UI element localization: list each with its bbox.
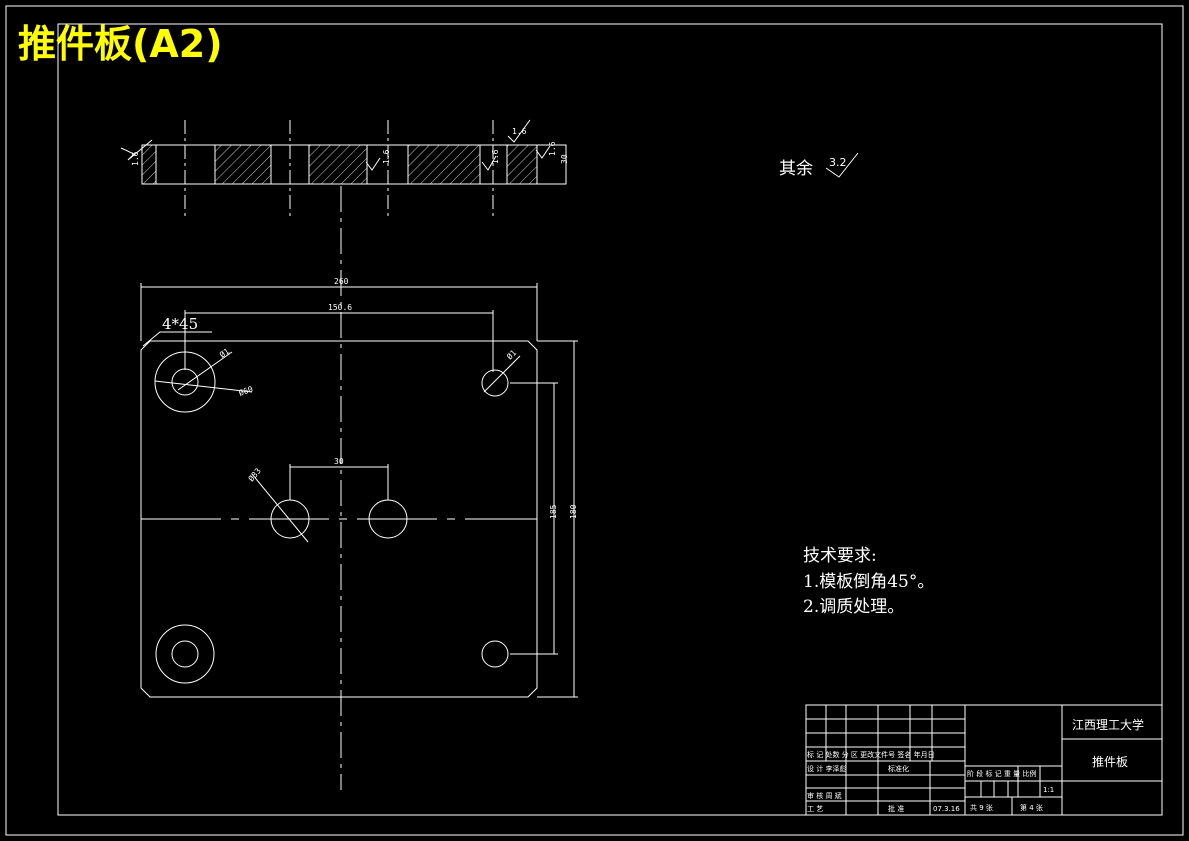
sheet-total: 共 9 张 (970, 803, 993, 812)
tech-item: 1.模板倒角45°。 (803, 572, 934, 592)
hatch-region (214, 144, 272, 185)
sheet-title: 推件板(A2) (18, 22, 223, 66)
part-name: 推件板 (1092, 755, 1128, 769)
dim-bore-large: Ø60 (237, 383, 254, 397)
section-labels: 1.6 1.6 1.6 1.6 1.6 30 (131, 127, 569, 166)
row-process: 工 艺 (807, 805, 823, 813)
corner-hole (481, 640, 509, 668)
date: 07.3.16 (933, 805, 960, 813)
standardization: 标准化 (888, 764, 909, 773)
bore-small (171, 640, 199, 668)
sheet-num: 第 4 张 (1020, 803, 1043, 812)
plan-view (140, 283, 578, 698)
dim-center-spacing: 30 (334, 457, 344, 466)
tech-requirements: 技术要求: 1.模板倒角45°。 2.调质处理。 (803, 546, 934, 617)
dim-hole-spacing-y: 185 (549, 504, 558, 519)
roughness-label: 1.6 (382, 149, 391, 164)
surface-note-value: 3.2 (829, 156, 847, 169)
scale: 1:1 (1043, 786, 1054, 794)
row-review: 审 核 周 斌 (807, 791, 842, 800)
tech-item: 2.调质处理。 (803, 597, 904, 617)
dim-bore-small: Ø1 (217, 346, 231, 360)
roughness-label: 1.6 (548, 141, 557, 156)
row-revision: 标 记 处数 分 区 更改文件号 签名 年月日 (807, 750, 935, 759)
roughness-symbol (825, 152, 859, 178)
hatch-region (308, 144, 368, 185)
roughness-label: 1.6 (131, 151, 140, 166)
section-view (120, 119, 567, 218)
dim-center-hole: Ø33 (246, 466, 263, 484)
outer-border (5, 5, 1184, 836)
school-name: 江西理工大学 (1072, 717, 1144, 732)
hatch-region (407, 144, 481, 185)
corner-hole (481, 369, 509, 397)
title-block-text: 江西理工大学 推件板 标 记 处数 分 区 更改文件号 签名 年月日 设 计 李… (807, 717, 1144, 813)
approve: 批 准 (888, 804, 904, 813)
row-design: 设 计 李泽彪 (807, 764, 846, 773)
dim-overall-height: 180 (569, 504, 578, 519)
hatch-region (506, 144, 538, 185)
roughness-label: 1.6 (491, 149, 500, 164)
surface-note-text: 其余 (779, 159, 813, 179)
dim-hole-spacing-x: 150.6 (328, 303, 352, 312)
bore-small (171, 368, 199, 396)
surface-note: 其余 3.2 (779, 152, 859, 179)
thickness-label: 30 (560, 154, 569, 164)
plate-outline (140, 340, 538, 698)
hatch-region (141, 144, 157, 185)
inner-frame (57, 23, 1163, 816)
roughness-label: 1.6 (512, 127, 527, 136)
tech-heading: 技术要求: (803, 546, 877, 566)
dim-overall-width: 260 (334, 277, 349, 286)
bore-large (155, 624, 215, 684)
stage-header: 阶 段 标 记 重 量 比例 (967, 769, 1036, 778)
title-block (805, 704, 1163, 816)
dim-chamfer: 4*45 (162, 315, 198, 333)
